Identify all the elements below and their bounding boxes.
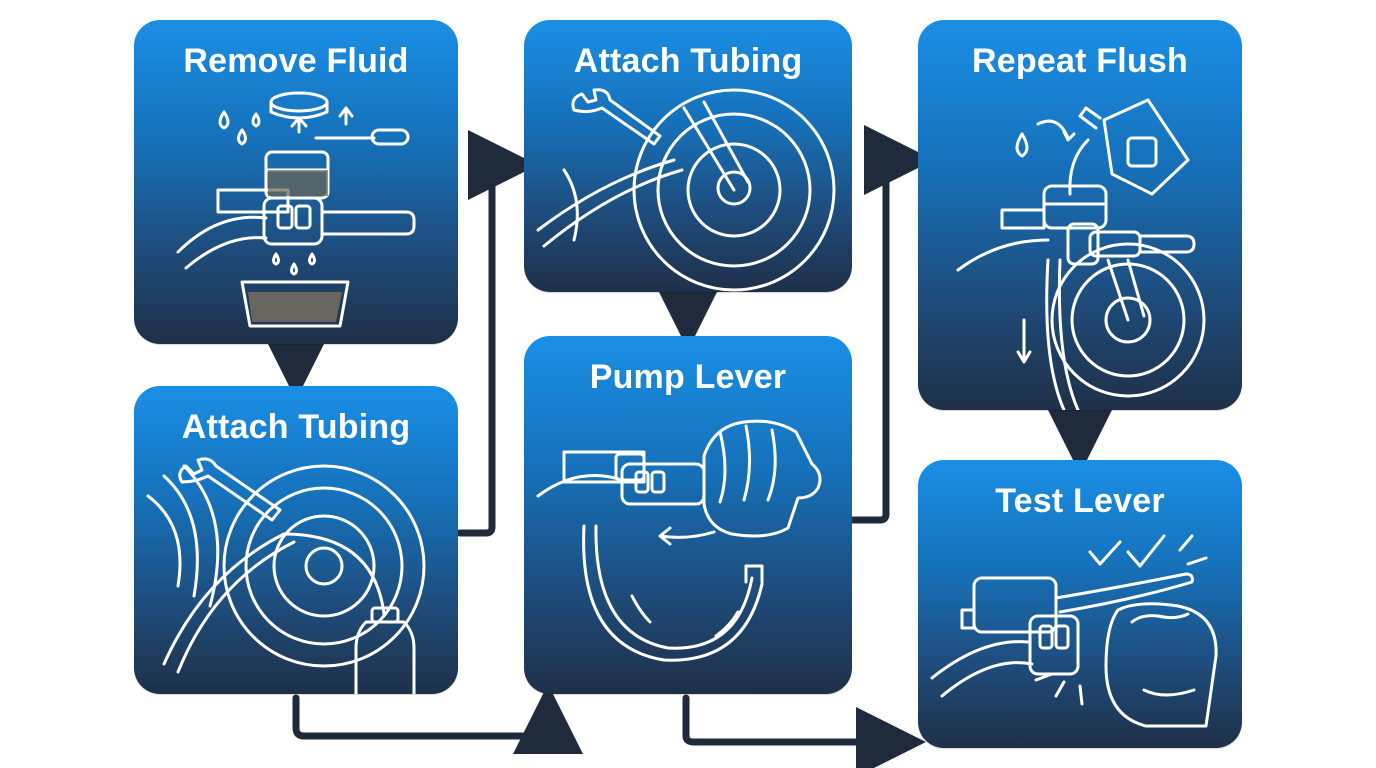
- wheel-icon: [1050, 242, 1206, 398]
- screwdriver-icon: [314, 128, 410, 146]
- checkmark-icon: [1088, 534, 1166, 568]
- step-card-attach-tubing-middle: Attach Tubing: [524, 20, 852, 292]
- connector-attach-to-attach: [456, 130, 538, 537]
- brake-disc-icon: [632, 88, 836, 292]
- tubing-icon: [582, 524, 764, 662]
- fluid-drops-icon: [218, 110, 261, 146]
- step-card-test-lever: Test Lever: [918, 460, 1242, 748]
- reservoir-cap-icon: [269, 91, 329, 120]
- step-card-remove-fluid: Remove Fluid: [134, 20, 458, 344]
- step-title: Pump Lever: [589, 358, 787, 396]
- drain-drops-icon: [272, 252, 316, 276]
- attach-tubing-illustration-middle: [536, 88, 836, 292]
- connector-pump-to-repeat: [849, 125, 934, 524]
- step-card-pump-lever: Pump Lever: [524, 336, 852, 694]
- step-title: Repeat Flush: [972, 42, 1188, 80]
- drain-container-icon: [240, 280, 350, 328]
- brake-disc-icon: [222, 464, 426, 668]
- pump-lever-illustration: [536, 419, 822, 662]
- lever-icon: [536, 450, 706, 506]
- wrench-icon: [571, 88, 662, 146]
- tubing-icon: [1045, 258, 1080, 410]
- connector-bottom-route-1: [292, 684, 583, 754]
- tubing-icon: [162, 532, 386, 674]
- remove-fluid-illustration: [176, 91, 416, 328]
- step-title: Test Lever: [995, 482, 1165, 520]
- attach-tubing-illustration-left: [146, 457, 426, 694]
- fluid-drops-icon: [1015, 132, 1029, 158]
- bottle-icon: [354, 606, 416, 694]
- step-title: Attach Tubing: [573, 42, 803, 80]
- wrench-icon: [178, 457, 282, 522]
- step-title: Remove Fluid: [183, 42, 409, 80]
- fluid-jug-icon: [1078, 98, 1190, 196]
- connector-bottom-route-2: [682, 694, 926, 768]
- gloved-hand-icon: [1104, 602, 1218, 728]
- step-card-repeat-flush: Repeat Flush: [918, 20, 1242, 410]
- step-title: Attach Tubing: [181, 408, 411, 446]
- tubing-icon: [536, 158, 684, 248]
- test-lever-illustration: [930, 534, 1218, 728]
- gloved-hand-icon: [702, 419, 822, 538]
- repeat-flush-illustration: [956, 98, 1206, 410]
- step-card-attach-tubing-left: Attach Tubing: [134, 386, 458, 694]
